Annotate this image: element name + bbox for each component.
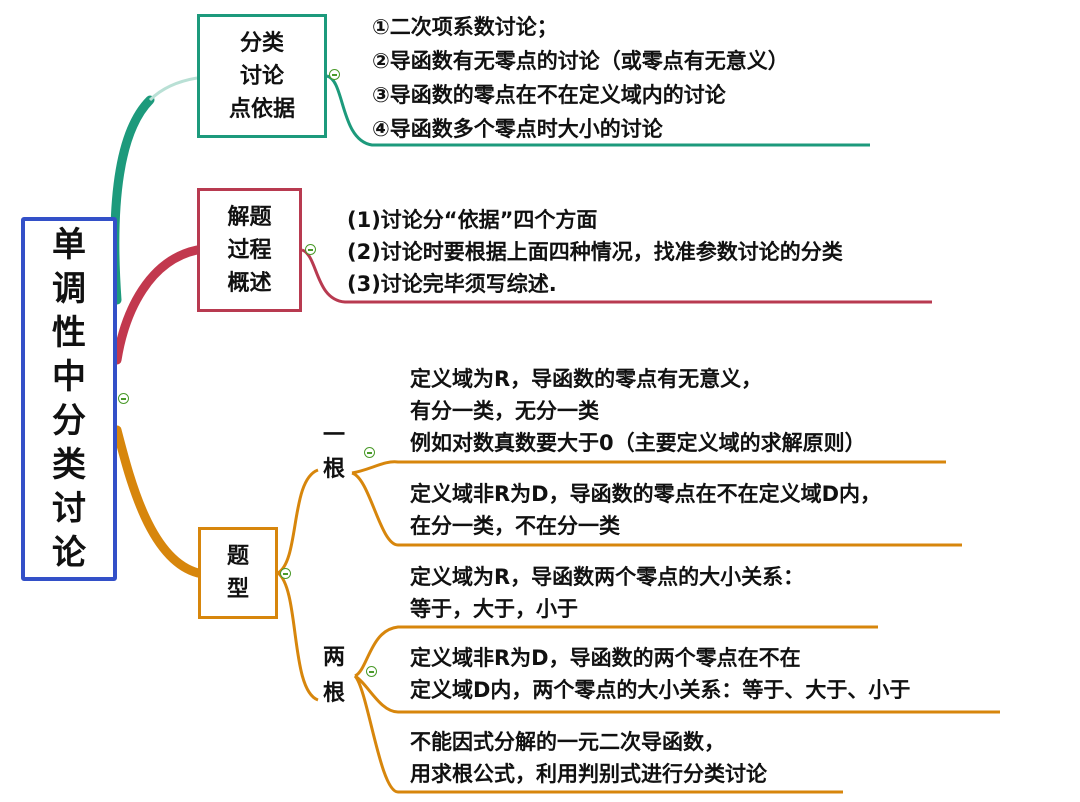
root-char-8: 论 xyxy=(52,533,86,573)
two-roots-case3-line1: 不能因式分解的一元二次导函数， xyxy=(410,730,725,754)
two-roots-case1-line2: 等于，大于，小于 xyxy=(410,597,578,621)
two-roots-case1-line1: 定义域为R，导函数两个零点的大小关系： xyxy=(410,565,805,589)
sub-one-root-char-2: 根 xyxy=(323,457,346,482)
root-char-6: 类 xyxy=(52,445,86,485)
one-root-case2-line1: 定义域非R为D，导函数的零点在不在定义域D内， xyxy=(410,482,882,506)
two-roots-case3-line2: 用求根公式，利用判别式进行分类讨论 xyxy=(410,762,767,786)
basis-item-2: ②导函数有无零点的讨论（或零点有无意义） xyxy=(372,49,789,73)
root-topic[interactable]: 单调性中分类讨论 xyxy=(21,217,117,581)
root-char-7: 讨 xyxy=(52,489,86,529)
root-char-3: 性 xyxy=(52,313,86,353)
process-item-1: (1)讨论分“依据”四个方面 xyxy=(347,208,598,232)
basis-item-3: ③导函数的零点在不在定义域内的讨论 xyxy=(372,83,726,107)
collapse-toggle-basis[interactable] xyxy=(329,69,340,80)
branch-basis-label: 分类 讨论 点依据 xyxy=(228,30,295,122)
process-item-2: (2)讨论时要根据上面四种情况，找准参数讨论的分类 xyxy=(347,240,843,264)
branch-process-label: 解题 过程 概述 xyxy=(227,204,272,296)
two-roots-case2-line1: 定义域非R为D，导函数的两个零点在不在 xyxy=(410,646,801,670)
root-char-1: 单 xyxy=(52,225,86,265)
collapse-toggle-one-root[interactable] xyxy=(364,447,375,458)
sub-one-root-char-1: 一 xyxy=(323,423,346,448)
two-roots-case2-line2: 定义域D内，两个零点的大小关系：等于、大于、小于 xyxy=(410,678,911,702)
root-char-5: 分 xyxy=(52,401,86,441)
collapse-toggle-two-roots[interactable] xyxy=(366,666,377,677)
branch-process[interactable]: 解题 过程 概述 xyxy=(197,188,302,312)
root-char-4: 中 xyxy=(52,357,86,397)
one-root-case1-line3: 例如对数真数要大于0（主要定义域的求解原则） xyxy=(410,431,866,455)
collapse-toggle-types[interactable] xyxy=(280,568,291,579)
collapse-toggle-process[interactable] xyxy=(305,244,316,255)
basis-item-1: ①二次项系数讨论； xyxy=(372,15,558,39)
process-item-3: (3)讨论完毕须写综述. xyxy=(347,272,557,296)
one-root-case2-line2: 在分一类，不在分一类 xyxy=(410,514,620,538)
sub-two-roots-char-1: 两 xyxy=(323,645,346,670)
branch-basis[interactable]: 分类 讨论 点依据 xyxy=(197,14,327,138)
branch-types[interactable]: 题 型 xyxy=(198,527,278,619)
root-topic-label: 单调性中分类讨论 xyxy=(52,223,86,575)
collapse-toggle-root[interactable] xyxy=(118,393,129,404)
sub-two-roots-char-2: 根 xyxy=(323,681,346,706)
root-char-2: 调 xyxy=(52,269,86,309)
one-root-case1-line2: 有分一类，无分一类 xyxy=(410,399,599,423)
branch-types-label: 题 型 xyxy=(226,544,249,602)
basis-item-4: ④导函数多个零点时大小的讨论 xyxy=(372,117,663,141)
one-root-case1-line1: 定义域为R，导函数的零点有无意义， xyxy=(410,367,763,391)
